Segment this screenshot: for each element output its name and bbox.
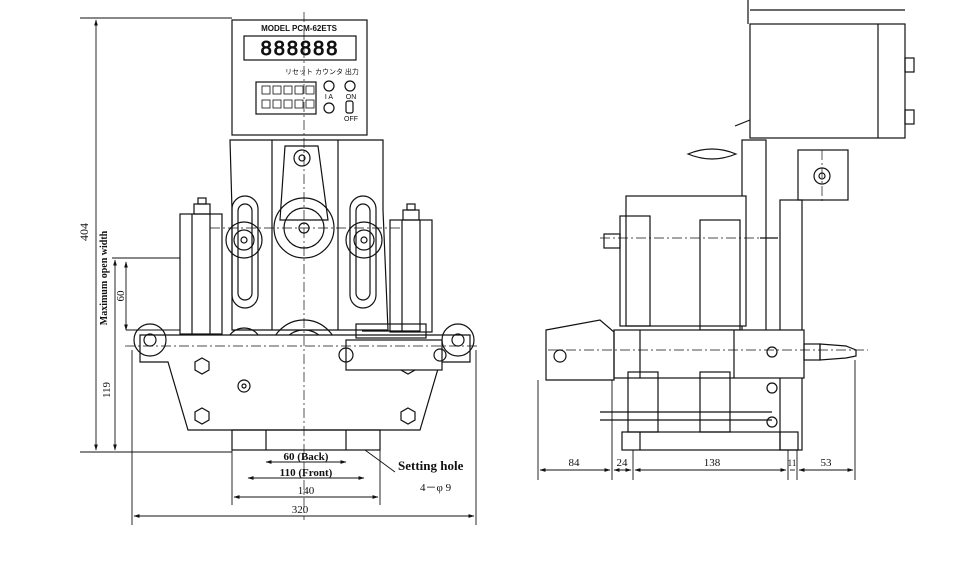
dim-404: 404 bbox=[77, 223, 91, 241]
right-guide-wheel-icon bbox=[345, 221, 383, 259]
dim-24: 24 bbox=[617, 457, 629, 469]
control-box bbox=[231, 19, 368, 136]
right-vertical-roller bbox=[389, 219, 433, 333]
off-label: OFF bbox=[344, 116, 358, 123]
dim-138: 138 bbox=[704, 457, 721, 469]
dim-max-open-width: Maximum open width bbox=[99, 230, 110, 325]
foot bbox=[231, 429, 381, 451]
front-dimensions bbox=[80, 17, 477, 525]
setting-hole-label: Setting hole bbox=[398, 458, 464, 473]
side-control-box bbox=[749, 23, 906, 139]
digit-display bbox=[243, 35, 357, 61]
left-vertical-roller bbox=[179, 213, 223, 335]
main-frame bbox=[229, 139, 389, 331]
setting-hole-spec: 4－φ 9 bbox=[420, 482, 452, 494]
side-view bbox=[545, 0, 915, 451]
dim-320: 320 bbox=[292, 504, 309, 516]
on-label: ON bbox=[346, 94, 357, 101]
dim-60-back: 60 (Back) bbox=[284, 451, 329, 463]
button-panel bbox=[255, 81, 317, 115]
side-dimensions bbox=[537, 360, 856, 480]
nozzle-icon bbox=[819, 343, 857, 361]
on-off-switch-icon bbox=[345, 100, 354, 114]
dim-84: 84 bbox=[569, 457, 581, 469]
dim-53: 53 bbox=[821, 457, 833, 469]
button-ia-icon bbox=[323, 102, 335, 114]
dim-140: 140 bbox=[298, 485, 315, 497]
model-label: MODEL PCM-62ETS bbox=[261, 24, 338, 33]
dim-60-vertical: 60 bbox=[115, 290, 127, 302]
side-roller-frame bbox=[625, 195, 747, 327]
front-view bbox=[125, 12, 480, 520]
handle-knob-icon bbox=[686, 148, 738, 160]
side-left-bracket bbox=[545, 319, 615, 381]
button-reset-icon bbox=[323, 80, 335, 92]
center-arm bbox=[279, 145, 329, 221]
ia-label: I A bbox=[325, 94, 334, 101]
tension-device bbox=[345, 339, 443, 371]
button-counter-icon bbox=[344, 80, 356, 92]
dim-119: 119 bbox=[101, 381, 113, 398]
buttons-label: リセット カウンタ 出力 bbox=[285, 67, 359, 76]
digit-display-value: 888888 bbox=[261, 38, 340, 60]
dim-110-front: 110 (Front) bbox=[280, 467, 333, 479]
side-main-body bbox=[613, 329, 805, 379]
left-guide-wheel-icon bbox=[225, 221, 263, 259]
side-base bbox=[621, 431, 799, 451]
dim-11: 11 bbox=[788, 458, 797, 468]
